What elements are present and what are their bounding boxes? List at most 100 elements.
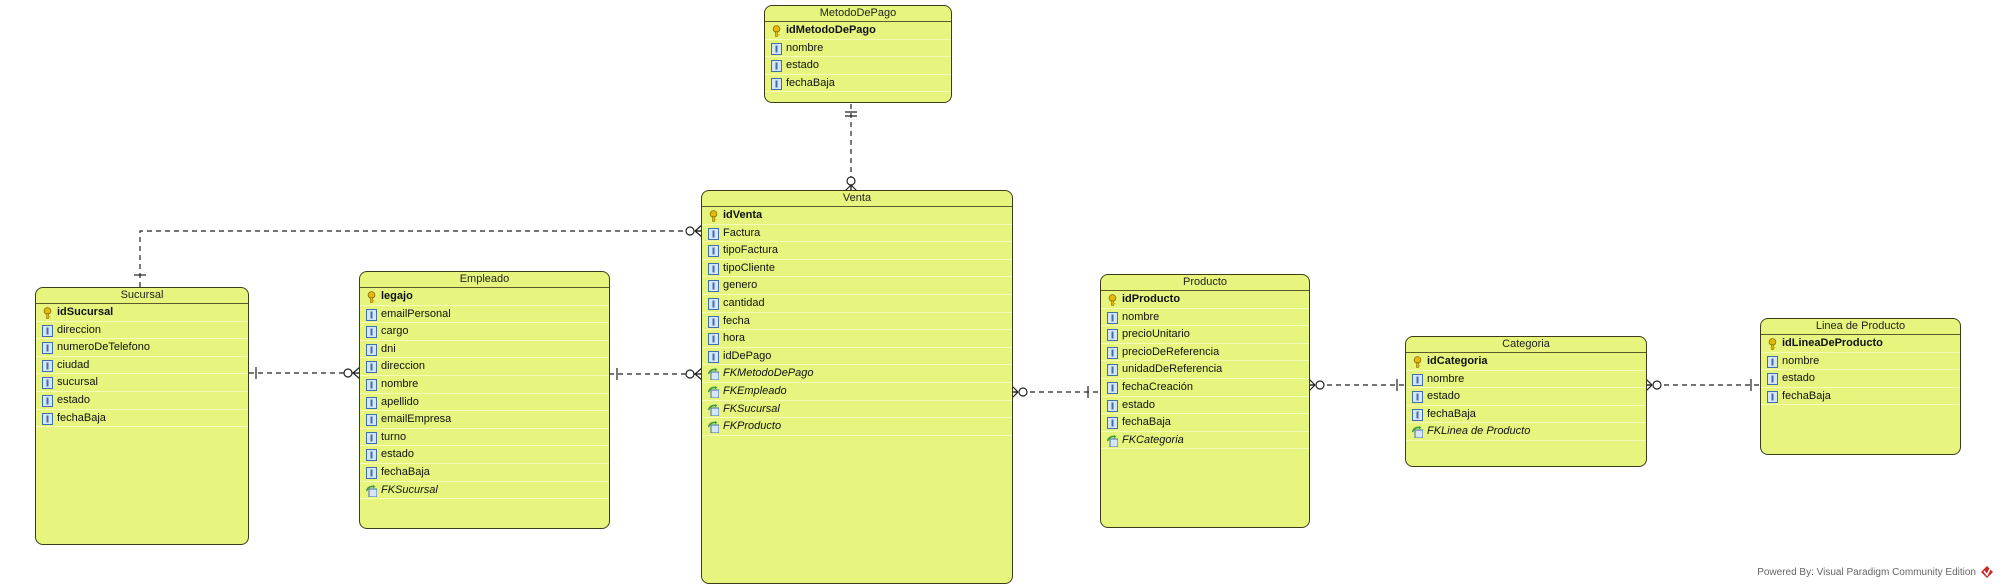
attribute-row[interactable]: fechaBaja (1101, 414, 1309, 432)
primary-key-attribute[interactable]: idCategoria (1406, 353, 1646, 371)
rel-metodo-venta (844, 104, 858, 192)
attribute-row[interactable]: cantidad (702, 295, 1012, 313)
primary-key-attribute[interactable]: idProducto (1101, 291, 1309, 309)
attribute-row[interactable]: dni (360, 341, 609, 359)
attribute-row[interactable]: fechaBaja (1406, 406, 1646, 424)
attribute-row[interactable]: ciudad (36, 357, 248, 375)
attribute-row[interactable]: nombre (765, 40, 951, 58)
attribute-name: nombre (786, 41, 824, 54)
primary-key-icon (709, 210, 718, 222)
attribute-name: emailEmpresa (381, 413, 452, 426)
attribute-row[interactable]: hora (702, 330, 1012, 348)
attribute-name: estado (1427, 390, 1461, 403)
primary-key-attribute[interactable]: idMetodoDePago (765, 22, 951, 40)
foreign-key-icon (708, 385, 719, 398)
attribute-row[interactable]: tipoFactura (702, 242, 1012, 260)
column-icon (1412, 391, 1423, 404)
attribute-row[interactable]: direccion (360, 358, 609, 376)
attribute-name: fechaBaja (1122, 416, 1171, 429)
attribute-name: nombre (1427, 372, 1465, 385)
attribute-name: precioDeReferencia (1122, 345, 1220, 358)
primary-key-attribute[interactable]: idSucursal (36, 304, 248, 322)
attribute-row[interactable]: precioDeReferencia (1101, 344, 1309, 362)
attribute-row[interactable]: unidadDeReferencia (1101, 361, 1309, 379)
attribute-row[interactable]: emailEmpresa (360, 411, 609, 429)
foreign-key-icon (708, 368, 719, 381)
attribute-row[interactable]: fecha (702, 313, 1012, 331)
attribute-row[interactable]: fechaBaja (765, 75, 951, 93)
attribute-name: tipoFactura (723, 244, 779, 257)
attribute-row[interactable]: fechaBaja (36, 410, 248, 428)
primary-key-icon (1768, 338, 1777, 350)
rel-linea-categoria (1645, 378, 1761, 392)
attribute-row[interactable]: apellido (360, 394, 609, 412)
foreign-key-attribute[interactable]: FKLinea de Producto (1406, 423, 1646, 441)
primary-key-attribute[interactable]: idVenta (702, 207, 1012, 225)
attribute-row[interactable]: estado (1101, 397, 1309, 415)
foreign-key-attribute[interactable]: FKCategoria (1101, 432, 1309, 450)
attribute-name: fecha (723, 314, 750, 327)
attribute-row[interactable]: cargo (360, 323, 609, 341)
attribute-row[interactable]: emailPersonal (360, 306, 609, 324)
foreign-key-icon (1412, 426, 1423, 439)
attribute-row[interactable]: estado (1761, 370, 1960, 388)
attribute-row[interactable]: sucursal (36, 374, 248, 392)
attribute-row[interactable]: Factura (702, 225, 1012, 243)
column-icon (366, 466, 377, 479)
attribute-name: estado (1122, 398, 1156, 411)
column-icon (1107, 417, 1118, 430)
attribute-row[interactable]: idDePago (702, 348, 1012, 366)
attribute-row[interactable]: turno (360, 429, 609, 447)
column-icon (1412, 373, 1423, 386)
primary-key-icon (367, 291, 376, 303)
attribute-row[interactable]: estado (360, 446, 609, 464)
primary-key-icon (43, 307, 52, 319)
column-icon (771, 42, 782, 55)
attribute-name: numeroDeTelefono (57, 341, 150, 354)
attribute-name: FKLinea de Producto (1427, 425, 1531, 438)
attribute-row[interactable]: estado (1406, 388, 1646, 406)
attribute-row[interactable]: fechaCreación (1101, 379, 1309, 397)
attribute-row[interactable]: estado (765, 57, 951, 75)
attribute-name: idDePago (723, 349, 772, 362)
attribute-row[interactable]: nombre (1406, 371, 1646, 389)
foreign-key-attribute[interactable]: FKSucursal (360, 482, 609, 500)
column-icon (1107, 311, 1118, 324)
attribute-row[interactable]: nombre (360, 376, 609, 394)
column-icon (366, 308, 377, 321)
attribute-name: cargo (381, 325, 409, 338)
attribute-row[interactable]: fechaBaja (1761, 388, 1960, 406)
column-icon (1107, 399, 1118, 412)
attribute-row[interactable]: tipoCliente (702, 260, 1012, 278)
foreign-key-attribute[interactable]: FKMetodoDePago (702, 365, 1012, 383)
entity-title: Empleado (360, 272, 609, 288)
attribute-row[interactable]: estado (36, 392, 248, 410)
attribute-row[interactable]: nombre (1101, 309, 1309, 327)
primary-key-attribute[interactable]: idLineaDeProducto (1761, 335, 1960, 353)
attribute-row[interactable]: precioUnitario (1101, 326, 1309, 344)
attribute-name: nombre (1122, 310, 1160, 323)
attribute-row[interactable]: direccion (36, 322, 248, 340)
attribute-row[interactable]: numeroDeTelefono (36, 339, 248, 357)
foreign-key-attribute[interactable]: FKSucursal (702, 401, 1012, 419)
attribute-row[interactable]: nombre (1761, 353, 1960, 371)
primary-key-icon (1413, 356, 1422, 368)
attribute-name: legajo (381, 290, 413, 302)
primary-key-attribute[interactable]: legajo (360, 288, 609, 306)
foreign-key-attribute[interactable]: FKEmpleado (702, 383, 1012, 401)
attribute-name: precioUnitario (1122, 328, 1190, 341)
column-icon (42, 342, 53, 355)
foreign-key-attribute[interactable]: FKProducto (702, 418, 1012, 436)
attribute-row[interactable]: genero (702, 277, 1012, 295)
attribute-row[interactable]: fechaBaja (360, 464, 609, 482)
attribute-name: estado (57, 393, 91, 406)
attribute-name: nombre (1782, 354, 1820, 367)
